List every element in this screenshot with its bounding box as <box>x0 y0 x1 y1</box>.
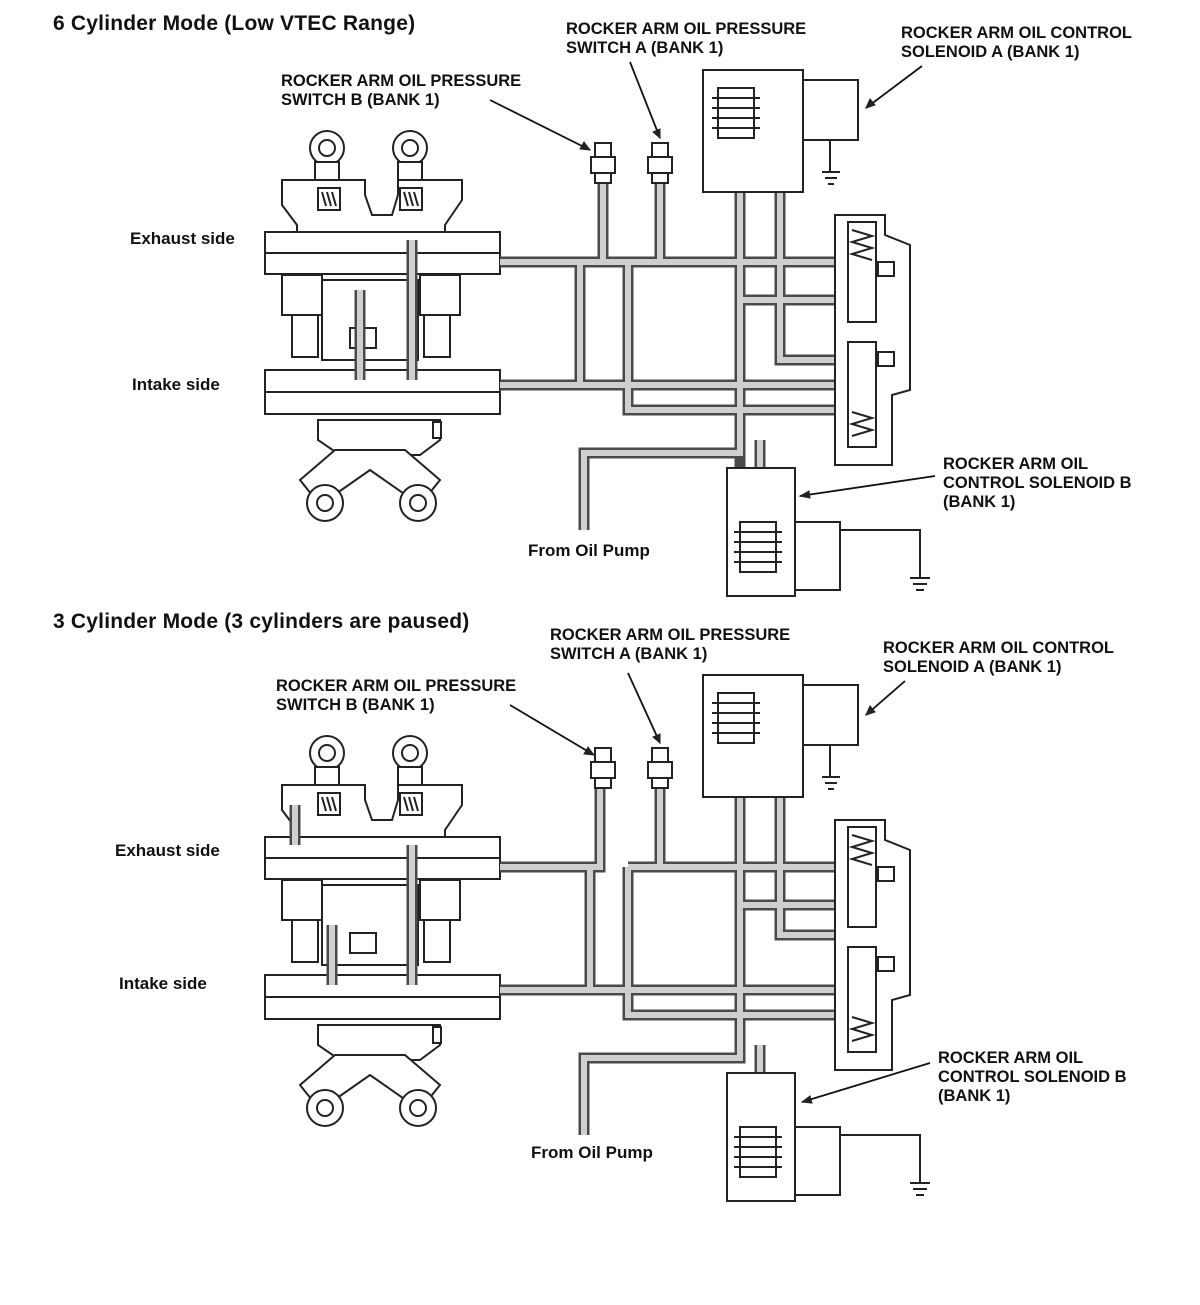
leader-arrows <box>509 672 931 1104</box>
oil-control-solenoid-a <box>702 69 859 193</box>
label-oil-pump: From Oil Pump <box>528 541 650 560</box>
label-solenoid-b: ROCKER ARM OIL CONTROL SOLENOID B (BANK … <box>938 1049 1127 1105</box>
oil-control-solenoid-a <box>702 674 859 798</box>
label-pressure-switch-b: ROCKER ARM OIL PRESSURE SWITCH B (BANK 1… <box>276 677 517 714</box>
spool-valve-body <box>834 214 911 466</box>
label-exhaust-side: Exhaust side <box>130 229 235 248</box>
diagram-panel-6-cylinder: 6 Cylinder Mode (Low VTEC Range) ROCKER … <box>0 0 1200 610</box>
oil-circuit-drawing <box>264 61 936 597</box>
rocker-arm-assembly <box>281 130 463 522</box>
label-pressure-switch-b: ROCKER ARM OIL PRESSURE SWITCH B (BANK 1… <box>281 72 522 109</box>
leader-arrows <box>489 61 936 499</box>
rocker-arm-assembly <box>281 735 463 1127</box>
oil-passages-inner <box>292 755 840 1135</box>
pressure-switch-a <box>647 747 673 789</box>
oil-passages-inner <box>357 150 840 530</box>
pressure-switch-b <box>590 747 616 789</box>
spool-valve-body <box>834 819 911 1071</box>
oil-circuit-drawing <box>264 672 931 1202</box>
label-oil-pump: From Oil Pump <box>531 1143 653 1162</box>
label-intake-side: Intake side <box>119 974 207 993</box>
rocker-shafts <box>264 231 501 415</box>
label-solenoid-a: ROCKER ARM OIL CONTROL SOLENOID A (BANK … <box>883 639 1114 676</box>
label-pressure-switch-a: ROCKER ARM OIL PRESSURE SWITCH A (BANK 1… <box>566 20 807 57</box>
label-solenoid-b: ROCKER ARM OIL CONTROL SOLENOID B (BANK … <box>943 455 1132 511</box>
pressure-switch-b <box>590 142 616 184</box>
label-solenoid-a: ROCKER ARM OIL CONTROL SOLENOID A (BANK … <box>901 24 1132 61</box>
rocker-shafts <box>264 836 501 1020</box>
label-intake-side: Intake side <box>132 375 220 394</box>
diagram-panel-3-cylinder: 3 Cylinder Mode (3 cylinders are paused)… <box>0 605 1200 1215</box>
label-pressure-switch-a: ROCKER ARM OIL PRESSURE SWITCH A (BANK 1… <box>550 626 791 663</box>
panel-title: 3 Cylinder Mode (3 cylinders are paused) <box>53 610 470 633</box>
pressure-switch-a <box>647 142 673 184</box>
oil-control-solenoid-b <box>726 1072 930 1202</box>
label-exhaust-side: Exhaust side <box>115 841 220 860</box>
panel-title: 6 Cylinder Mode (Low VTEC Range) <box>53 12 416 35</box>
oil-control-solenoid-b <box>726 467 930 597</box>
